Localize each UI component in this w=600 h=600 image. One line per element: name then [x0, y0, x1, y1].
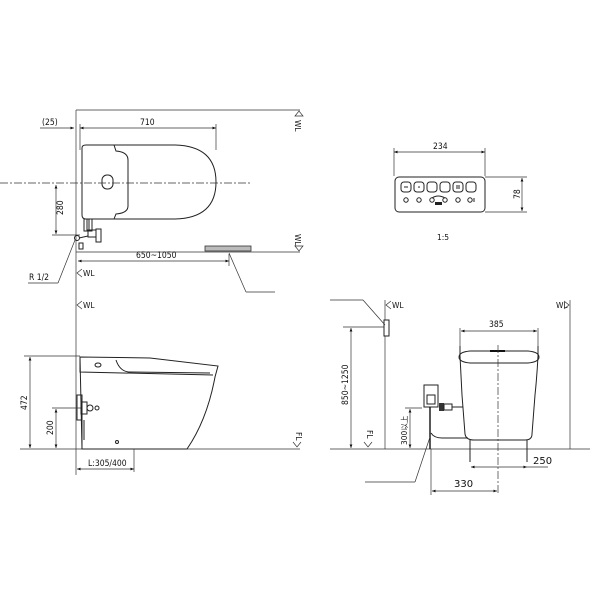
dim-supply-280: 280 — [56, 200, 66, 215]
toilet-side-outline — [79, 356, 219, 450]
fl-marker-front: FL — [363, 430, 374, 448]
remote-side-view — [383, 319, 390, 337]
remote-buttons — [400, 181, 477, 205]
dim-remote-height: 850~1250 — [341, 364, 351, 405]
outlet-socket — [426, 394, 436, 405]
svg-text:WL: WL — [83, 269, 95, 278]
dim-rough-in: L:305/400 — [88, 459, 127, 469]
lid-curve — [115, 359, 211, 374]
dim-width-385: 385 — [489, 320, 504, 330]
dim-floor-range: 650~1050 — [136, 251, 177, 261]
svg-text:WL: WL — [83, 301, 95, 310]
remote-view: 234 78 1:5 — [393, 142, 527, 242]
svg-text:WL: WL — [293, 234, 302, 246]
wl-marker-top: WL — [293, 110, 304, 132]
pipe-label: R 1/2 — [29, 273, 49, 283]
wl-marker-bottom: WL — [293, 234, 304, 252]
dim-remote-height: 78 — [513, 189, 523, 199]
wl-marker-left: WL — [76, 268, 95, 278]
remote-button-2 — [413, 181, 425, 193]
toilet-lid-front — [458, 350, 540, 364]
sensor — [94, 362, 102, 368]
supply-valve-side — [76, 394, 100, 448]
plan-view: WL WL (25) 710 280 — [0, 109, 304, 300]
dim-outlet-height: 300以上 — [400, 415, 409, 445]
svg-text:WL: WL — [293, 120, 302, 132]
fl-marker-side: FL — [292, 432, 303, 448]
dim-height-472: 472 — [20, 395, 30, 410]
dim-offset: (25) — [42, 118, 58, 128]
remote-button-5 — [452, 181, 464, 193]
remote-plan-view — [204, 245, 252, 252]
plug — [439, 403, 463, 411]
dim-supply-200: 200 — [46, 420, 56, 435]
seat-line — [79, 358, 214, 376]
remote-button-6 — [465, 181, 477, 193]
svg-text:WL: WL — [392, 301, 404, 310]
remote-button-stop — [400, 181, 412, 193]
dim-length-710: 710 — [140, 118, 155, 128]
remote-button-3 — [426, 181, 438, 193]
dim-remote-width: 234 — [433, 142, 448, 152]
drain-mark — [115, 440, 119, 444]
toilet-front-body — [459, 346, 539, 441]
supply-valve — [74, 218, 102, 250]
front-view: WL WL FL 850~1250 — [330, 299, 590, 495]
dim-center-330: 330 — [454, 479, 473, 490]
lid-outline — [113, 144, 129, 220]
outlet-box — [423, 384, 439, 408]
svg-text:FL: FL — [294, 432, 303, 441]
wl-marker-front-left: WL — [385, 300, 404, 310]
wl-marker-side: WL — [76, 300, 95, 310]
remote-body — [394, 176, 486, 213]
svg-text:WL: WL — [556, 301, 568, 310]
scale-label: 1:5 — [437, 233, 449, 242]
dim-foot-250: 250 — [533, 456, 552, 467]
sensor-window — [101, 174, 114, 190]
remote-button-4 — [439, 181, 451, 193]
side-view: WL FL 472 200 L:30 — [20, 300, 303, 475]
svg-text:FL: FL — [365, 430, 374, 439]
cable — [430, 432, 468, 439]
wl-marker-front-right: WL — [556, 300, 570, 310]
